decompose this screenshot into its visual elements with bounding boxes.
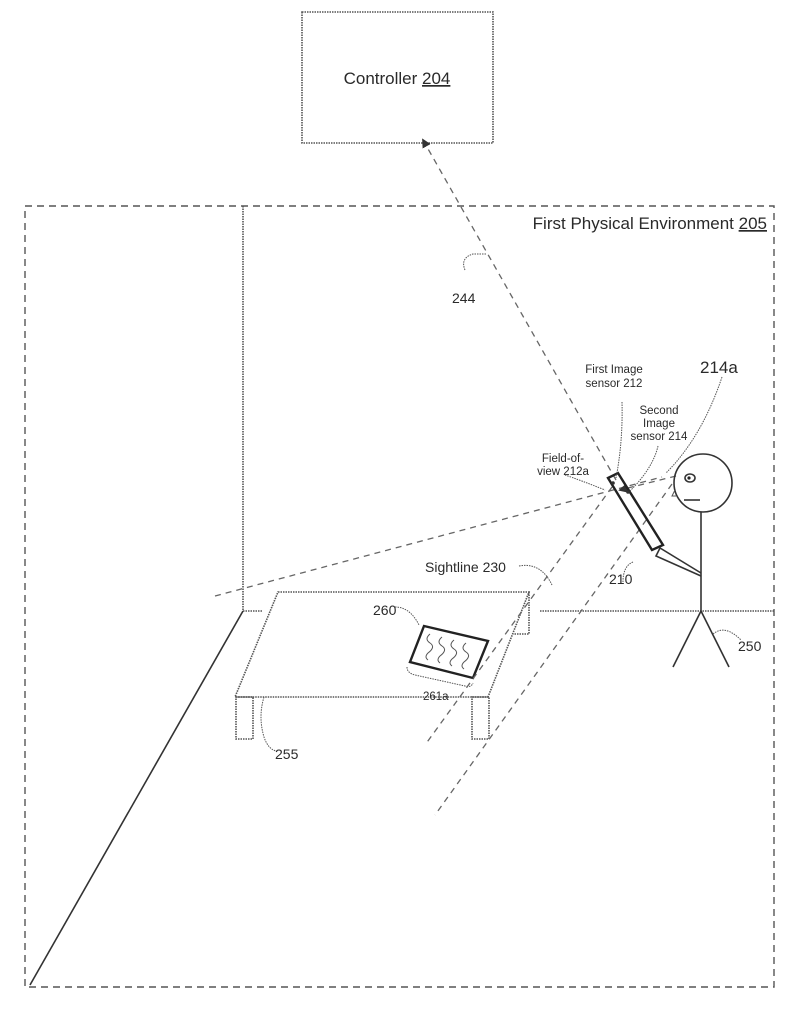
label-second-sensor-2: Image [643,418,675,430]
table [233,591,531,740]
user-head [673,453,733,513]
field-of-view-ray-lower [424,486,613,746]
display-device-frame [408,624,490,680]
user-leg-right [700,610,730,668]
label-260: 260 [373,602,397,618]
table-leg-front-left [235,696,254,740]
label-fov-2: view 212a [537,466,589,478]
environment-boundary: First Physical Environment 205 [24,205,775,988]
leader-fov [564,474,606,491]
leader-first-sensor [615,401,623,479]
user-arm [654,546,702,577]
label-244: 244 [452,290,476,306]
leader-260 [394,606,420,626]
sightline-rays [214,138,677,816]
label-second-sensor-3: sensor 214 [631,431,689,443]
leader-250 [712,629,742,641]
field-of-view-ray-upper [214,476,663,597]
sightline-230-ray [434,483,673,816]
user-nose [671,489,676,497]
reference-labels: 244 First Image sensor 212 Second Image … [275,290,762,762]
device-body [606,471,665,552]
label-250: 250 [738,638,762,654]
label-first-sensor-2: sensor 212 [586,378,643,390]
table-leg-back-right [513,592,530,635]
label-sightline: Sightline 230 [425,559,506,575]
leader-lines [260,253,742,752]
floor-edge-left [29,610,244,986]
user-leg-left [672,610,702,668]
label-214a: 214a [700,358,738,377]
content-bracket [406,666,474,688]
label-261a: 261a [423,691,449,703]
label-first-sensor-1: First Image [585,364,643,376]
label-255: 255 [275,746,299,762]
leader-244 [463,253,487,271]
handheld-device [606,471,665,552]
second-image-sensor [626,490,630,494]
user-figure [654,453,733,668]
controller-label: Controller 204 [344,69,451,88]
label-second-sensor-1: Second [639,405,678,417]
label-210: 210 [609,571,633,587]
first-image-sensor [611,481,615,485]
controller-box: Controller 204 [301,11,494,144]
table-leg-front-right [471,696,490,740]
user-eye [684,473,696,483]
display-device [406,624,490,688]
leader-214a [665,376,723,474]
leader-second-sensor [629,445,659,492]
leader-210 [622,561,634,583]
environment-label: First Physical Environment 205 [533,214,767,233]
label-fov-1: Field-of- [542,453,584,465]
room-walls [29,206,774,986]
controller-link-244 [422,138,617,481]
leader-255 [260,696,277,752]
gaze-ray [618,475,677,493]
content-squiggles [425,633,470,670]
leader-sightline [518,564,553,586]
